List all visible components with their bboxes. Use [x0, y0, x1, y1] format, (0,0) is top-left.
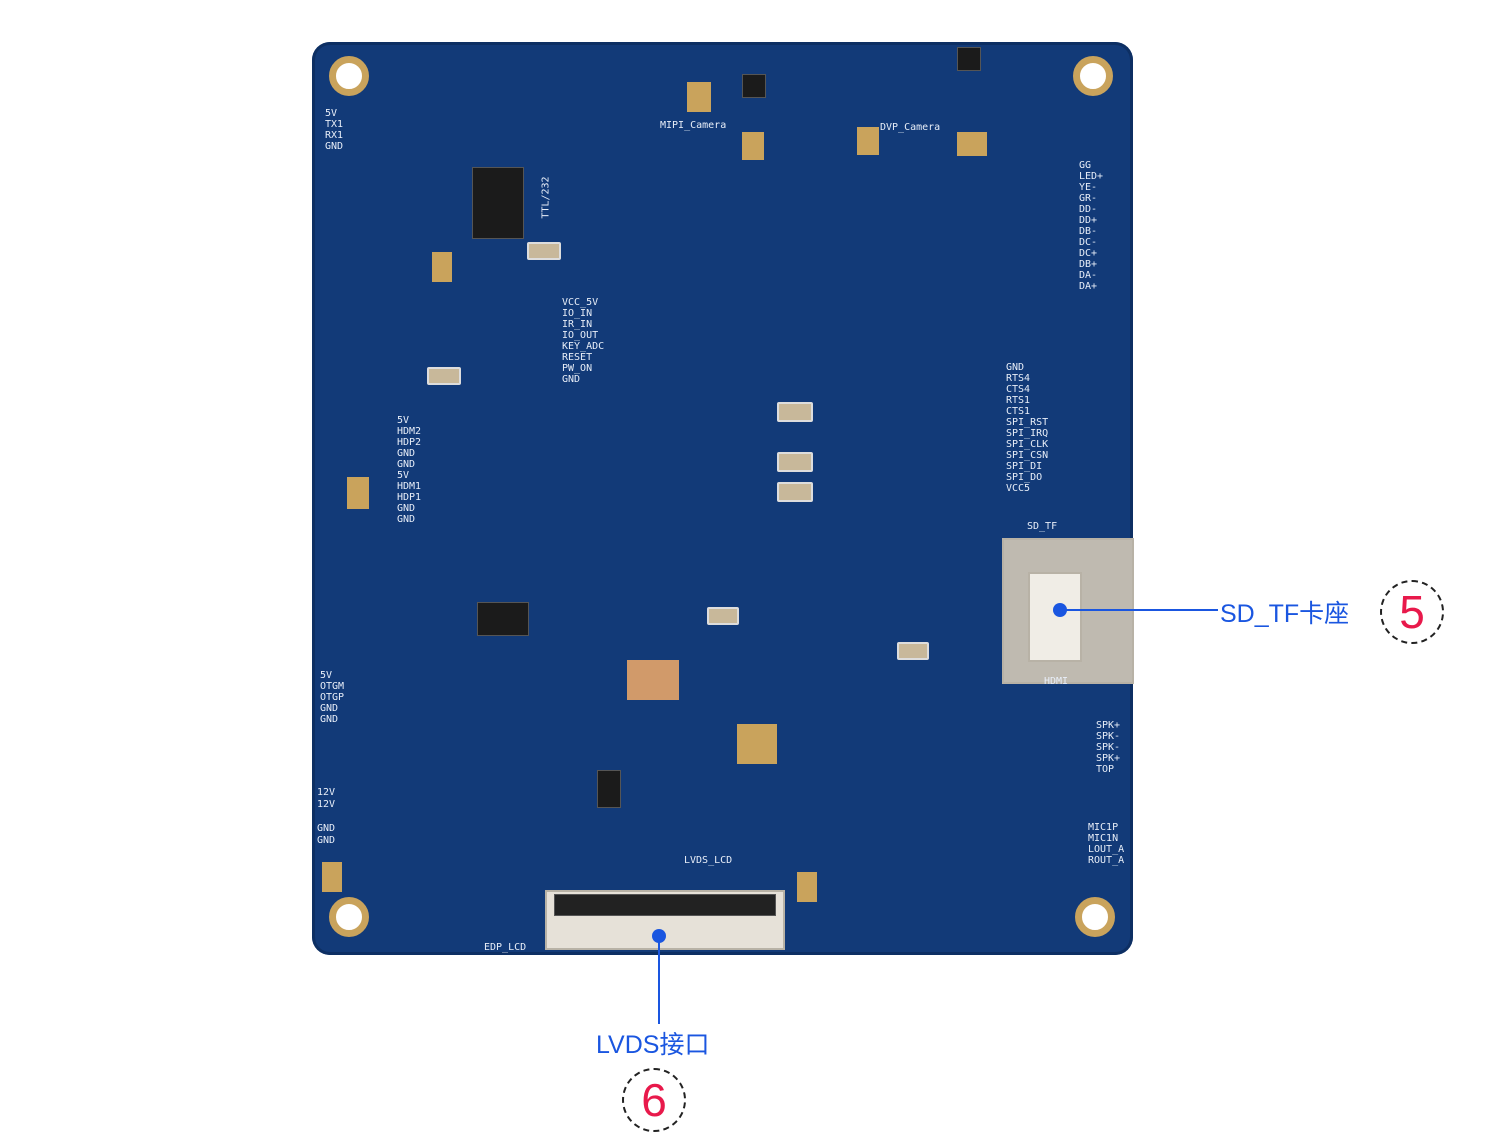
pad: [797, 872, 817, 902]
pad: [432, 252, 452, 282]
silk-mic: MIC1P MIC1N LOUT_A ROUT_A: [1088, 822, 1125, 866]
capacitor: [777, 402, 813, 422]
silk-spk: SPK+ SPK- SPK- SPK+ TOP: [1096, 720, 1121, 775]
callout-number-5: 5: [1380, 580, 1444, 644]
capacitor: [777, 452, 813, 472]
silk-ttl: TTL/232: [540, 176, 552, 219]
capacitor: [427, 367, 461, 385]
silk-usb: 5V HDM2 HDP2 GND GND 5V HDM1 HDP1 GND GN…: [397, 415, 422, 525]
pad: [957, 132, 987, 156]
lvds-connector-latch: [554, 894, 776, 916]
silk-mipi: MIPI_Camera: [660, 120, 727, 131]
callout-label-sd: SD_TF卡座: [1220, 600, 1350, 628]
mounting-hole: [329, 897, 369, 937]
mounting-hole: [1073, 56, 1113, 96]
silk-uart: 5V TX1 RX1 GND: [325, 108, 344, 152]
silk-lvds-lcd: LVDS_LCD: [684, 855, 733, 866]
silk-edp-lcd: EDP_LCD: [484, 942, 527, 953]
capacitor: [707, 607, 739, 625]
pad: [322, 862, 342, 892]
sd-card-latch: [1028, 572, 1082, 662]
ic-chip: [597, 770, 621, 808]
pad: [687, 82, 711, 112]
pad: [737, 724, 777, 764]
pad: [857, 127, 879, 155]
inductor: [957, 47, 981, 71]
pcb-board: MIPI_Camera DVP_Camera LVDS_LCD EDP_LCD …: [312, 42, 1134, 955]
callout-label-lvds: LVDS接口: [596, 1031, 710, 1059]
silk-power: 12V 12V GND GND: [317, 787, 336, 846]
capacitor: [777, 482, 813, 502]
silk-right: GG LED+ YE- GR- DD- DD+ DB- DC- DC+ DB+ …: [1079, 160, 1104, 292]
capacitor: [527, 242, 561, 260]
silk-spi: GND RTS4 CTS4 RTS1 CTS1 SPI_RST SPI_IRQ …: [1006, 362, 1049, 494]
callout-line-lvds: [658, 936, 660, 1024]
inductor: [742, 74, 766, 98]
ic-chip: [477, 602, 529, 636]
pad: [742, 132, 764, 160]
silk-sd-tf: SD_TF: [1027, 521, 1058, 532]
silk-hdmi: HDMI: [1044, 676, 1069, 687]
silk-dvp: DVP_Camera: [880, 122, 941, 133]
callout-number-6: 6: [622, 1068, 686, 1132]
mounting-hole: [329, 56, 369, 96]
silk-io: VCC_5V IO_IN IR_IN IO_OUT KEY_ADC RESET …: [562, 297, 605, 385]
callout-line-sd: [1060, 609, 1218, 611]
pad: [347, 477, 369, 509]
silk-otg: 5V OTGM OTGP GND GND: [320, 670, 345, 725]
pad: [627, 660, 679, 700]
ic-chip: [472, 167, 524, 239]
mounting-hole: [1075, 897, 1115, 937]
capacitor: [897, 642, 929, 660]
